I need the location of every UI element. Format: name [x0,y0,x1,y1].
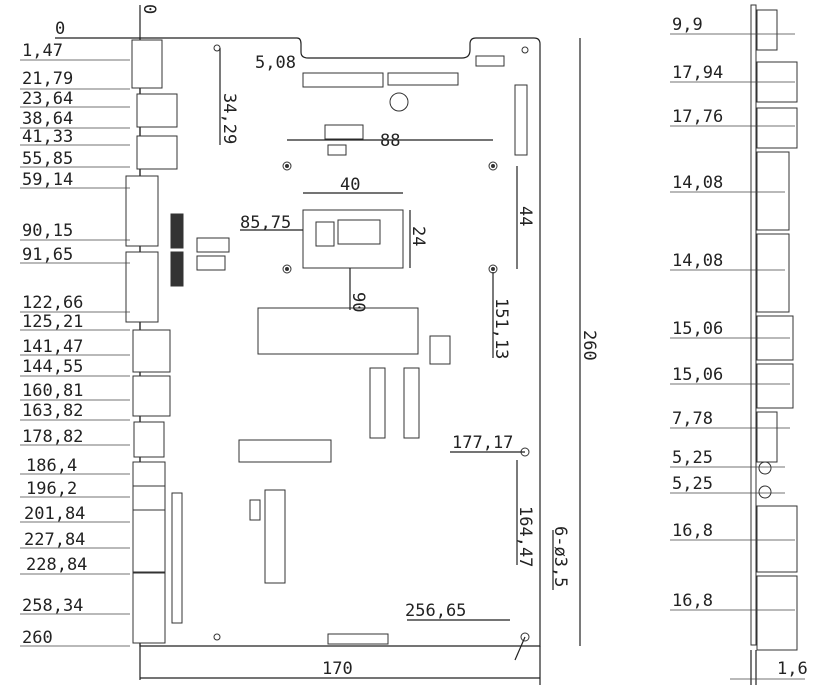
side-dim-label: 17,76 [672,107,723,127]
pcie-slot [238,439,332,463]
dim-label: 141,47 [22,337,83,357]
header-2 [170,251,184,287]
hole-span-y-label: 44 [515,206,535,226]
com-port-2 [125,251,159,323]
dim-label: 196,2 [26,479,77,499]
dim-label: 21,79 [22,69,73,89]
dim-label: 160,81 [22,381,83,401]
side-dim-label: 14,08 [672,173,723,193]
hole-y4-label: 256,65 [405,601,466,621]
dim-label: 1,47 [22,41,63,61]
header-1 [170,213,184,249]
dim-label: 144,55 [22,357,83,377]
cpu-y-label: 85,75 [240,213,291,233]
sim-slot [429,335,451,365]
side-dim-label: 14,08 [672,251,723,271]
dim-label: 201,84 [24,504,85,524]
hole-x2-label: 151,13 [491,298,511,359]
mpcie-slot-1 [369,367,386,439]
dim-label: 23,64 [22,89,73,109]
dim-label: 91,65 [22,245,73,265]
internal-components [171,55,528,645]
left-leaders [20,59,130,647]
side-dim-label: 15,06 [672,365,723,385]
lan-port-1 [132,329,171,373]
cpu-width-label: 40 [340,175,360,195]
power-jack [131,39,163,89]
dim-label: 178,82 [22,427,83,447]
pin-headers [171,492,183,624]
side-dim-label: 9,9 [672,15,703,35]
hole-y3-label: 177,17 [452,433,513,453]
dim-label: 0 [55,19,65,39]
left-dimension-labels: 0 1,47 21,79 23,64 38,64 41,33 55,85 59,… [22,19,87,648]
usb-port-2 [136,135,178,170]
dim-label: 38,64 [22,109,73,129]
mpcie-slot-2 [403,367,420,439]
board-outline [139,37,541,647]
side-dim-label: 16,8 [672,591,713,611]
height-label: 260 [579,330,599,361]
side-dim-label: 17,94 [672,63,723,83]
side-dim-label: 15,06 [672,319,723,339]
dim-label: 227,84 [24,530,85,550]
side-leaders [670,33,805,680]
dim-label: 59,14 [22,170,73,190]
dim-label: 258,34 [22,596,83,616]
usb-port-1 [136,93,178,128]
com-port-1 [125,175,159,247]
dim-label: 55,85 [22,149,73,169]
hdmi-port [133,421,165,458]
mounting-holes [213,44,530,642]
pitch-label: 5,08 [255,53,296,73]
terminal-block-2 [132,572,166,644]
left-connectors [125,39,184,644]
pcb-thickness-label: 1,6 [777,659,808,679]
width-label: 170 [322,659,353,679]
cpu-height-label: 24 [408,226,428,246]
lan-port-2 [132,375,171,417]
hole-x3-label: 164,47 [515,506,535,567]
top-zero-label: 0 [139,4,159,14]
hole-span-x-label: 88 [380,131,400,151]
cfast-slot [264,489,286,584]
so-dimm-socket [257,307,419,355]
holes-label: 6-ø3,5 [550,526,570,587]
dim-label: 228,84 [26,555,87,575]
side-dim-label: 5,25 [672,474,713,494]
side-view [750,4,798,685]
board-dimension-labels: 5,08 34,29 88 40 24 85,75 90 44 151,13 1… [219,53,599,679]
cpu-x-label: 90 [348,292,368,312]
dim-label: 125,21 [22,312,83,332]
hole-y1-label: 34,29 [219,93,239,144]
dim-label: 163,82 [22,401,83,421]
dim-label: 122,66 [22,293,83,313]
bottom-header [327,633,389,645]
dim-label: 186,4 [26,456,77,476]
audio-jack-2 [132,485,166,511]
terminal-block-1 [132,509,166,573]
audio-jack-1 [132,461,166,487]
right-headers [514,84,528,156]
side-dim-label: 7,78 [672,409,713,429]
dim-label: 41,33 [22,127,73,147]
pcb-edge [750,4,757,646]
side-dim-label: 16,8 [672,521,713,541]
dimension-lines [140,38,581,685]
side-dim-label: 5,25 [672,448,713,468]
side-dimension-labels: 9,9 17,94 17,76 14,08 14,08 15,06 15,06 … [672,15,808,679]
dim-label: 260 [22,628,53,648]
dim-label: 90,15 [22,221,73,241]
